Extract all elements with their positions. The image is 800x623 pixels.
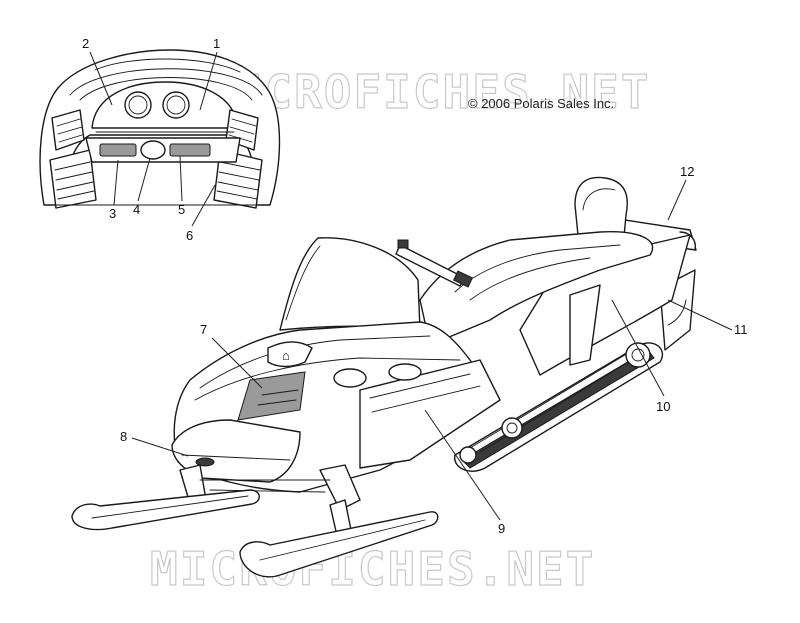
callout-9: 9 [498, 521, 505, 536]
callout-3: 3 [109, 206, 116, 221]
callout-4: 4 [133, 202, 140, 217]
callout-10: 10 [656, 399, 670, 414]
copyright-text: © 2006 Polaris Sales Inc. [468, 96, 614, 111]
callout-5: 5 [178, 202, 185, 217]
callout-2: 2 [82, 36, 89, 51]
callout-8: 8 [120, 429, 127, 444]
callout-7: 7 [200, 322, 207, 337]
main-callouts: 7 8 9 10 11 12 [120, 164, 748, 536]
callout-11: 11 [734, 322, 748, 337]
callout-12: 12 [680, 164, 694, 179]
watermark-top: MICROFICHES.NET [205, 65, 650, 119]
logo-glyph: ⌂ [282, 348, 290, 363]
inset-callouts: 2 1 3 4 5 6 [82, 36, 220, 243]
dashboard-inset [39, 49, 281, 209]
callout-6: 6 [186, 228, 193, 243]
watermark-bottom: MICROFICHES.NET [150, 542, 595, 596]
snowmobile-drawing: ⌂ [71, 176, 697, 578]
callout-1: 1 [213, 36, 220, 51]
